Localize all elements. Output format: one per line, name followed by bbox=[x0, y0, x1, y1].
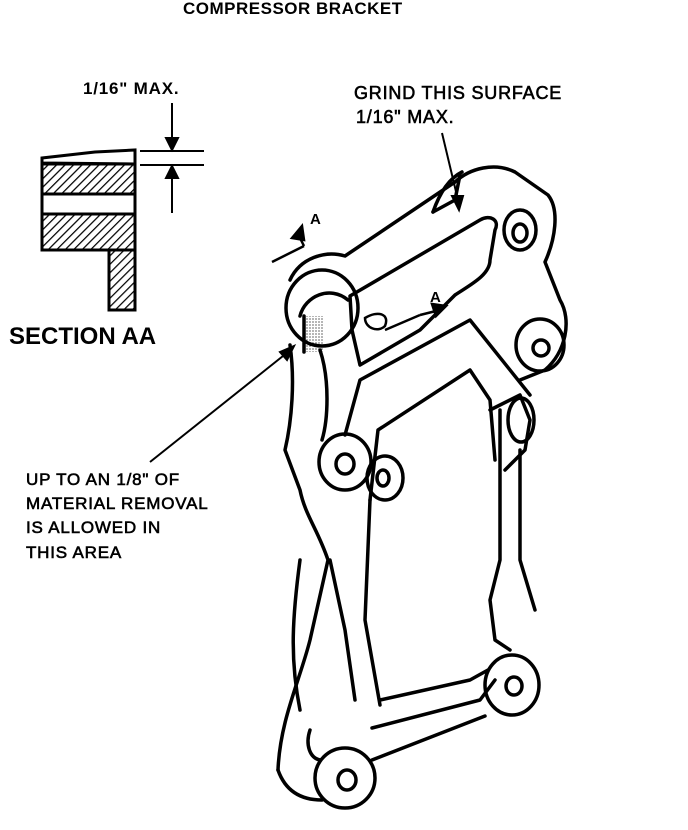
section-aa-label: SECTION AA bbox=[9, 323, 157, 350]
grind-leader bbox=[441, 132, 459, 201]
section-lower-hatch bbox=[40, 212, 137, 252]
compressor-bracket bbox=[276, 165, 568, 810]
section-leg bbox=[107, 248, 137, 312]
section-aa-view bbox=[40, 148, 137, 312]
diagram-title: COMPRESSOR BRACKET bbox=[183, 0, 403, 18]
removal-callout-line4: THIS AREA bbox=[26, 543, 123, 562]
left-arm bbox=[276, 343, 330, 772]
bottom-right-boss bbox=[483, 653, 541, 717]
removal-leader bbox=[149, 351, 289, 463]
clearance-dimension bbox=[140, 103, 204, 213]
frame-outer-left bbox=[343, 318, 532, 437]
top-right-boss bbox=[502, 208, 538, 252]
mid-left-boss bbox=[317, 432, 373, 492]
section-cut-markers bbox=[271, 223, 449, 332]
removal-callout-line3: IS ALLOWED IN bbox=[26, 518, 162, 537]
bracket-top-outline bbox=[288, 165, 568, 382]
leader-lines bbox=[149, 132, 465, 463]
section-upper-hatch bbox=[40, 162, 137, 196]
removal-area bbox=[304, 316, 324, 352]
section-marker-a-1: A bbox=[310, 211, 321, 228]
left-rail bbox=[363, 498, 382, 707]
section-cap bbox=[40, 148, 137, 166]
removal-callout-line2: MATERIAL REMOVAL bbox=[26, 494, 209, 513]
clearance-label: 1/16" MAX. bbox=[83, 79, 180, 98]
removal-callout-line1: UP TO AN 1/8" OF bbox=[26, 470, 180, 489]
mid-left-boss-2 bbox=[365, 454, 405, 502]
section-slot bbox=[40, 192, 137, 216]
bottom-crossbar bbox=[378, 668, 490, 702]
grind-callout-line1: GRIND THIS SURFACE bbox=[354, 83, 563, 103]
right-rail bbox=[488, 408, 512, 652]
right-boss bbox=[514, 317, 566, 373]
grind-callout-line2: 1/16" MAX. bbox=[356, 107, 455, 127]
frame-inner bbox=[368, 368, 497, 502]
section-marker-a-2: A bbox=[430, 289, 441, 306]
top-opening bbox=[348, 215, 498, 367]
bottom-left-boss bbox=[313, 746, 377, 810]
